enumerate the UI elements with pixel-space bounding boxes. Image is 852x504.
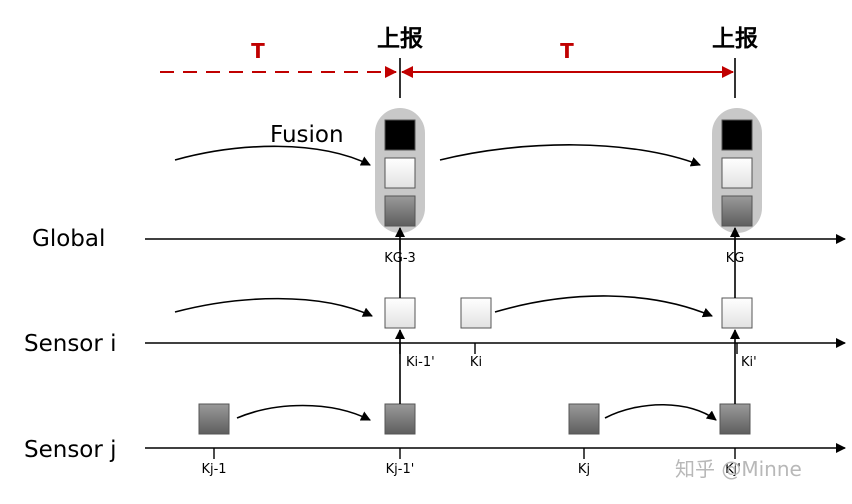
fusion-stack-1 [375, 108, 425, 233]
row-label-sensor-j: Sensor j [24, 437, 117, 463]
fused-block-white [721, 157, 753, 189]
tick-label-kjp: Kj' [725, 462, 741, 477]
sensor-i-curve-2 [494, 295, 713, 318]
sensor-i-curve-1 [174, 297, 373, 317]
tick-label-kj1p: Kj-1' [386, 462, 415, 477]
sensor-i-timeline: Sensor i Ki-1' Ki Ki' [24, 295, 846, 370]
period-label-1: T [251, 39, 265, 63]
sensor-j-block-delayed-1 [384, 403, 416, 435]
period-arrows: T T 上报 上报 [160, 26, 758, 98]
sensor-i-block-delayed-1 [384, 297, 416, 329]
row-label-sensor-i: Sensor i [24, 331, 117, 357]
fused-block-black [721, 119, 753, 151]
global-timeline: Global KG-3 KG [32, 226, 846, 266]
tick-label-kip: Ki' [741, 355, 757, 370]
sensor-j-block-kj [568, 403, 600, 435]
tick-label-ki1p: Ki-1' [406, 355, 435, 370]
sensor-j-curve-1 [236, 404, 371, 421]
sensor-j-block-kj1 [198, 403, 230, 435]
tick-label-kj: Kj [578, 462, 590, 477]
fused-block-white [384, 157, 416, 189]
fusion-curve-2 [439, 144, 701, 167]
period-label-2: T [560, 39, 574, 63]
sensor-j-timeline: Sensor j Kj-1 Kj-1' Kj Kj' [24, 403, 846, 477]
fused-block-gray [721, 195, 753, 227]
report-label-1: 上报 [377, 26, 423, 52]
sensor-i-block-ki [460, 297, 492, 329]
fusion-curve-1 [174, 145, 371, 166]
tick-label-ki: Ki [470, 355, 482, 370]
fusion-stack-2 [712, 108, 762, 233]
sensor-i-block-delayed-2 [721, 297, 753, 329]
fused-block-black [384, 119, 416, 151]
tick-label-kj1: Kj-1 [201, 462, 226, 477]
sensor-j-block-delayed-2 [719, 403, 751, 435]
fusion-label: Fusion [270, 122, 344, 148]
report-label-2: 上报 [712, 26, 758, 52]
fused-block-gray [384, 195, 416, 227]
sensor-j-curve-2 [604, 403, 717, 421]
watermark: 知乎 @Minne [675, 457, 802, 481]
row-label-global: Global [32, 226, 105, 252]
